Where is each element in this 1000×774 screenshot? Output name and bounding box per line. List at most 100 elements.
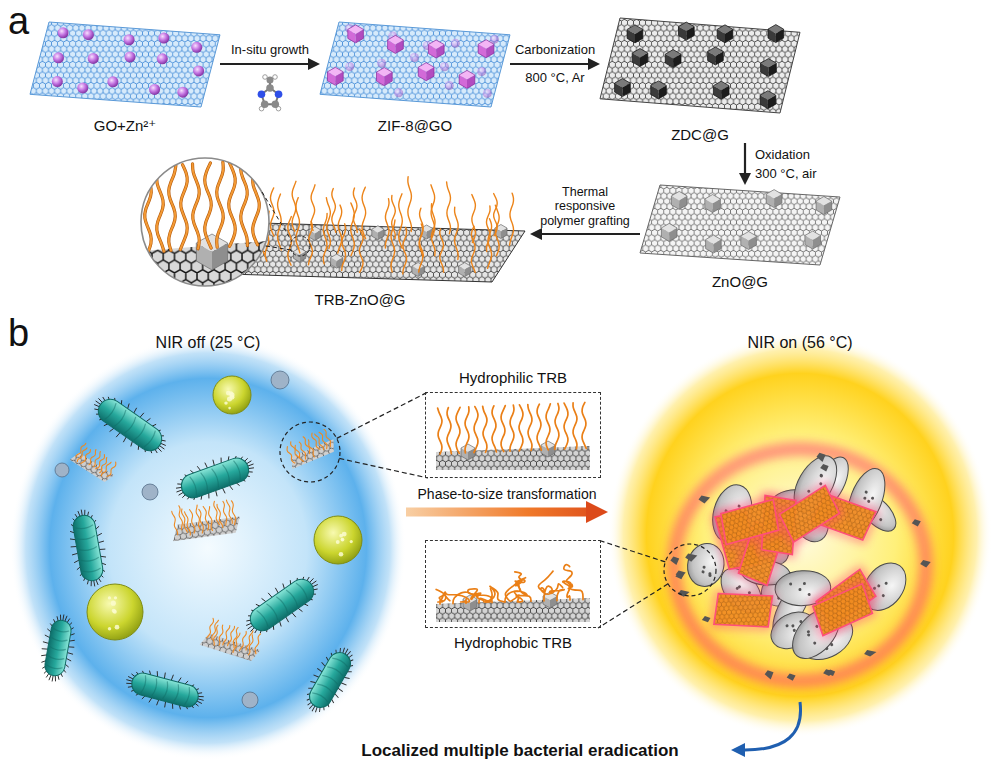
bacteria-aggregate-part-part bbox=[867, 499, 871, 503]
coccus-bacterium-part bbox=[228, 407, 231, 410]
bacteria-aggregate-part-part bbox=[819, 473, 823, 477]
polymer-chain bbox=[351, 203, 355, 256]
nanoparticle-part bbox=[705, 195, 721, 213]
zoom-leaders-part bbox=[337, 392, 428, 438]
rod-bacterium-part bbox=[185, 687, 192, 705]
nanoparticle-part bbox=[651, 81, 667, 99]
nanoparticle-part bbox=[459, 70, 475, 88]
rod-bacterium bbox=[85, 386, 174, 464]
zinc-ion bbox=[125, 51, 136, 62]
rod-bacterium-part bbox=[50, 647, 66, 652]
rod-bacterium-part bbox=[81, 510, 82, 516]
hot-glow bbox=[608, 333, 992, 737]
nanoparticle bbox=[679, 22, 695, 40]
polymer-chain bbox=[399, 194, 403, 249]
zinc-ion bbox=[193, 65, 204, 76]
inset-illustrations-part bbox=[428, 540, 598, 628]
methylimidazole-molecule-part bbox=[258, 90, 266, 98]
rod-bacterium-part bbox=[133, 408, 137, 413]
polymer-chain bbox=[488, 219, 492, 269]
polymer-coil bbox=[564, 565, 583, 600]
zinc-ion bbox=[410, 53, 419, 62]
rod-bacterium-part bbox=[53, 628, 69, 633]
arrow-label: Carbonization bbox=[515, 43, 595, 58]
nanoparticle bbox=[816, 197, 832, 215]
zinc-ion bbox=[345, 62, 354, 71]
nanoparticle bbox=[459, 263, 471, 277]
polymer-chain bbox=[495, 205, 499, 256]
rod-bacterium-part bbox=[68, 646, 74, 648]
rod-bacterium bbox=[36, 612, 79, 684]
bacteria-aggregate-part-part bbox=[881, 594, 885, 598]
rod-bacterium-part bbox=[67, 653, 73, 655]
methylimidazole-molecule-part bbox=[271, 100, 279, 108]
condition-label: 300 °C, air bbox=[755, 167, 817, 182]
polymer-chain bbox=[408, 177, 412, 232]
polymer-chain bbox=[217, 504, 223, 528]
polymer-chain bbox=[537, 404, 541, 450]
rod-bacterium-part bbox=[212, 468, 221, 487]
small-cell bbox=[142, 484, 158, 500]
rod-bacterium-part bbox=[317, 668, 322, 672]
process-arrow bbox=[510, 63, 588, 65]
polymer-chain bbox=[465, 407, 469, 453]
zinc-ion bbox=[77, 82, 88, 93]
nanoparticle-part bbox=[348, 25, 364, 43]
arrow-label: In-situ growth bbox=[231, 43, 309, 58]
nanoparticle bbox=[412, 263, 424, 277]
trb-sheet-fragment bbox=[69, 440, 121, 484]
zinc-ion bbox=[157, 53, 168, 64]
bacteria-aggregate-part bbox=[827, 670, 835, 676]
rod-bacterium-part bbox=[345, 649, 348, 654]
process-arrow bbox=[220, 63, 308, 65]
rod-bacterium-part bbox=[178, 455, 252, 501]
zinc-ion bbox=[158, 33, 169, 44]
bacteria-aggregate-part bbox=[675, 573, 683, 580]
nanoparticle-part bbox=[768, 25, 784, 43]
rod-bacterium-part bbox=[313, 674, 318, 678]
bacteria-aggregate-part-part bbox=[806, 630, 810, 634]
trb-sheet-fragment bbox=[282, 425, 339, 471]
rod-bacterium-part bbox=[129, 671, 200, 710]
process-arrow bbox=[744, 143, 746, 173]
coccus-bacterium-part bbox=[336, 540, 340, 544]
carbon-lattice bbox=[600, 18, 800, 113]
bacteria-aggregate-part-part bbox=[803, 582, 806, 585]
nanoparticle bbox=[665, 50, 681, 68]
bacteria-aggregate-part bbox=[699, 495, 711, 503]
polymer-chain bbox=[362, 187, 366, 238]
coccus-bacterium-part bbox=[339, 552, 344, 557]
polymer-chain bbox=[229, 161, 236, 246]
zoom-inset-part-part bbox=[130, 240, 280, 300]
bacteria-aggregate-part-part bbox=[813, 641, 817, 645]
bacteria-aggregate-part-part bbox=[785, 624, 789, 628]
rod-bacterium-part bbox=[42, 648, 48, 650]
coccus-bacterium-part bbox=[113, 610, 117, 614]
nanoparticle bbox=[661, 223, 677, 241]
condition-heading: NIR on (56 °C) bbox=[747, 334, 852, 352]
material-stage: GO+Zn²⁺ bbox=[30, 22, 220, 134]
rod-bacterium-part bbox=[312, 691, 329, 702]
nanoparticle-part bbox=[679, 22, 695, 40]
polymer-chain bbox=[190, 509, 196, 533]
rod-bacterium-part bbox=[99, 548, 105, 550]
zoom-leaders-part bbox=[598, 540, 665, 562]
panel-a-illustration bbox=[30, 18, 840, 300]
rod-bacterium-part bbox=[201, 472, 210, 491]
nanoparticle bbox=[766, 190, 782, 208]
trb-sheet-fragment bbox=[167, 496, 242, 544]
bacteria-aggregate-part bbox=[864, 650, 876, 657]
zinc-ion bbox=[377, 59, 386, 68]
nanoparticle-part bbox=[761, 59, 777, 77]
graphene-oxide-sheet bbox=[30, 22, 220, 107]
polymer-chain bbox=[296, 198, 300, 253]
polymer-chain bbox=[290, 441, 300, 458]
bacteria-aggregate-part bbox=[920, 560, 931, 568]
polymer-coil bbox=[468, 589, 492, 603]
nanoparticle-part bbox=[377, 68, 393, 86]
nanoparticle-part bbox=[461, 444, 475, 460]
nanoparticle bbox=[706, 235, 722, 253]
stage-caption: ZIF-8@GO bbox=[378, 117, 452, 134]
bacteria-aggregate-part-part bbox=[735, 586, 739, 590]
